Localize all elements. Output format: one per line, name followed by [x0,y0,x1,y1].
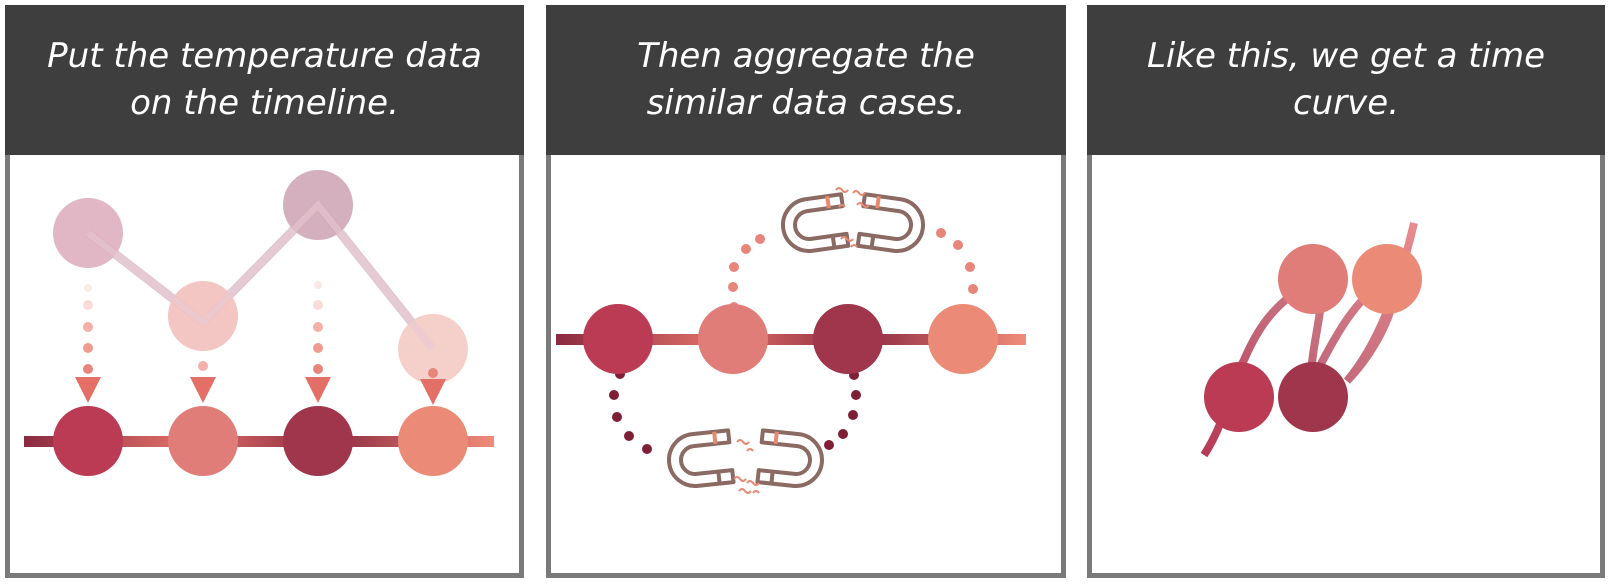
panel-time-curve: Like this, we get a time curve. [1087,5,1605,578]
timeline-point [283,406,353,476]
timeline-illustration [24,170,494,476]
drop-arrow [305,281,331,403]
drop-arrow [190,361,216,403]
timeline-point [698,304,768,374]
magnetic-field-icon [733,439,760,494]
panel-illustration [1087,155,1605,578]
timeline-point [928,304,998,374]
timeline-point [398,406,468,476]
magnetic-field-icon [835,187,870,248]
panel-caption: Like this, we get a time curve. [1146,36,1546,123]
panel-caption: Then aggregate the similar data cases. [637,36,975,123]
magnet-icon [755,428,824,488]
magnet-icon [855,192,925,253]
timeline-bar [24,436,494,447]
lower-dotted-arc [609,369,861,454]
panel-put-on-timeline: Put the temperature data on the timeline… [5,5,524,578]
drop-arrow [420,368,446,405]
timeline-point [168,406,238,476]
aggregate-illustration [556,187,1026,494]
panel-illustration [5,155,524,578]
upper-dotted-arc [728,228,978,312]
time-curve-point [1278,362,1348,432]
timeline-point [813,304,883,374]
panel-aggregate: Then aggregate the similar data cases. [546,5,1066,578]
temperature-point [168,281,238,351]
time-curve-point [1278,244,1348,314]
panel-caption: Put the temperature data on the timeline… [47,36,482,123]
panel-header: Like this, we get a time curve. [1087,5,1605,155]
magnet-icon [667,428,736,488]
drop-arrow [75,284,101,403]
panel-header: Put the temperature data on the timeline… [5,5,524,155]
time-curve-point [1204,362,1274,432]
time-curve-point [1352,244,1422,314]
timeline-point [53,406,123,476]
panel-illustration [546,155,1066,578]
panel-header: Then aggregate the similar data cases. [546,5,1066,155]
timeline-point [583,304,653,374]
time-curve-illustration [1200,222,1422,458]
magnet-icon [781,192,851,253]
timeline-bar [556,334,1026,345]
